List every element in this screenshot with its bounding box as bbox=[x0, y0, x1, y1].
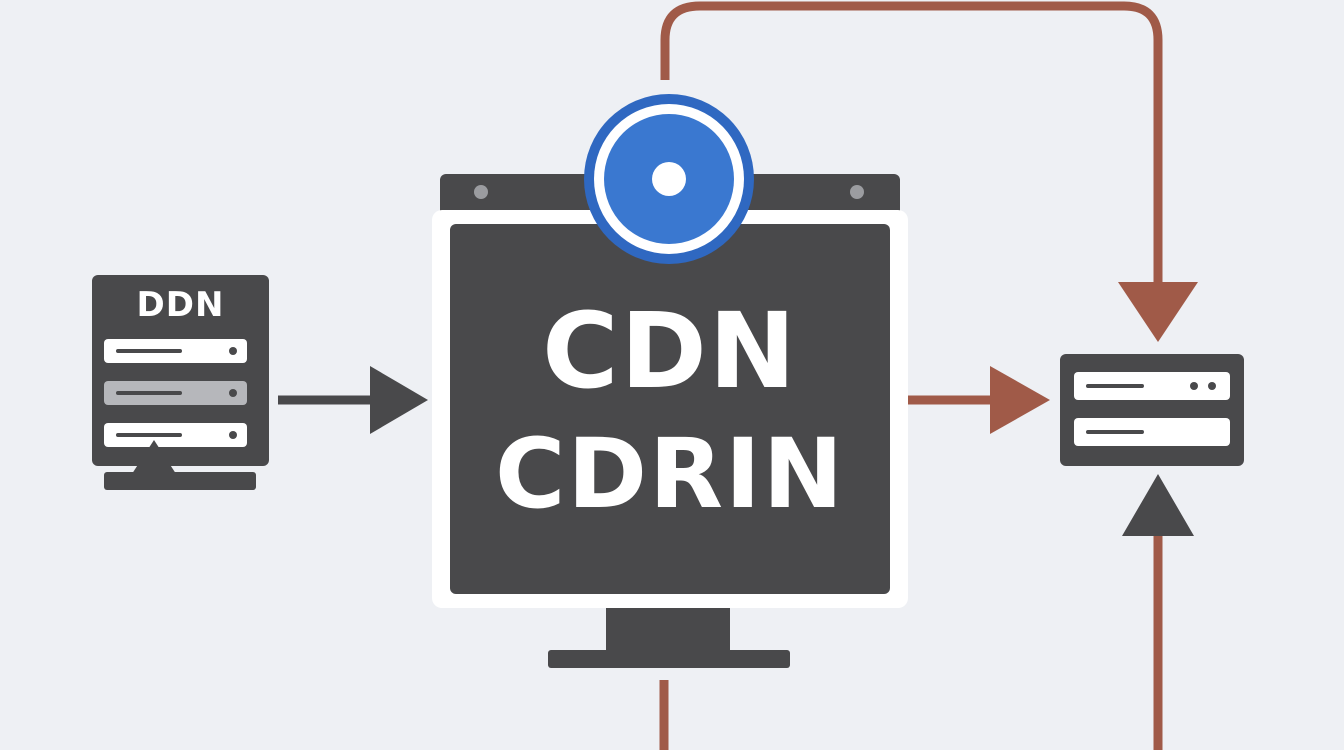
screen-subtitle: CDRIN bbox=[494, 418, 846, 530]
status-led-icon bbox=[229, 347, 237, 355]
status-led-icon bbox=[1190, 382, 1198, 390]
drive-slot bbox=[1086, 384, 1144, 388]
arrowhead-down-icon bbox=[1118, 282, 1198, 342]
drive-slot bbox=[116, 433, 182, 437]
camera-ring bbox=[594, 104, 744, 254]
monitor-screen: CDN CDRIN bbox=[450, 224, 890, 594]
arrowhead-up-icon bbox=[1122, 474, 1194, 536]
arrowhead-right-icon bbox=[990, 366, 1050, 434]
server-bay bbox=[1074, 372, 1230, 400]
monitor-base bbox=[548, 650, 790, 668]
screen-title: CDN bbox=[542, 290, 798, 412]
status-led-icon bbox=[229, 431, 237, 439]
connector-top-loop bbox=[660, 1, 1163, 290]
ddn-base bbox=[104, 472, 256, 490]
ddn-bay bbox=[104, 339, 247, 363]
status-led-icon bbox=[1208, 382, 1216, 390]
drive-slot bbox=[116, 391, 182, 395]
origin-server bbox=[1060, 354, 1244, 466]
server-bay bbox=[1074, 418, 1230, 446]
ddn-label: DDN bbox=[136, 285, 225, 325]
ddn-bay-active bbox=[104, 381, 247, 405]
camera-pupil bbox=[652, 162, 686, 196]
camera-core bbox=[604, 114, 734, 244]
arrowhead-right-icon bbox=[370, 366, 428, 434]
ddn-server: DDN bbox=[92, 275, 269, 466]
camera-lens-icon bbox=[584, 94, 754, 264]
drive-slot bbox=[1086, 430, 1144, 434]
status-led-icon bbox=[229, 389, 237, 397]
drive-slot bbox=[116, 349, 182, 353]
indicator-dot-icon bbox=[474, 185, 488, 199]
monitor-neck bbox=[606, 608, 730, 652]
indicator-dot-icon bbox=[850, 185, 864, 199]
